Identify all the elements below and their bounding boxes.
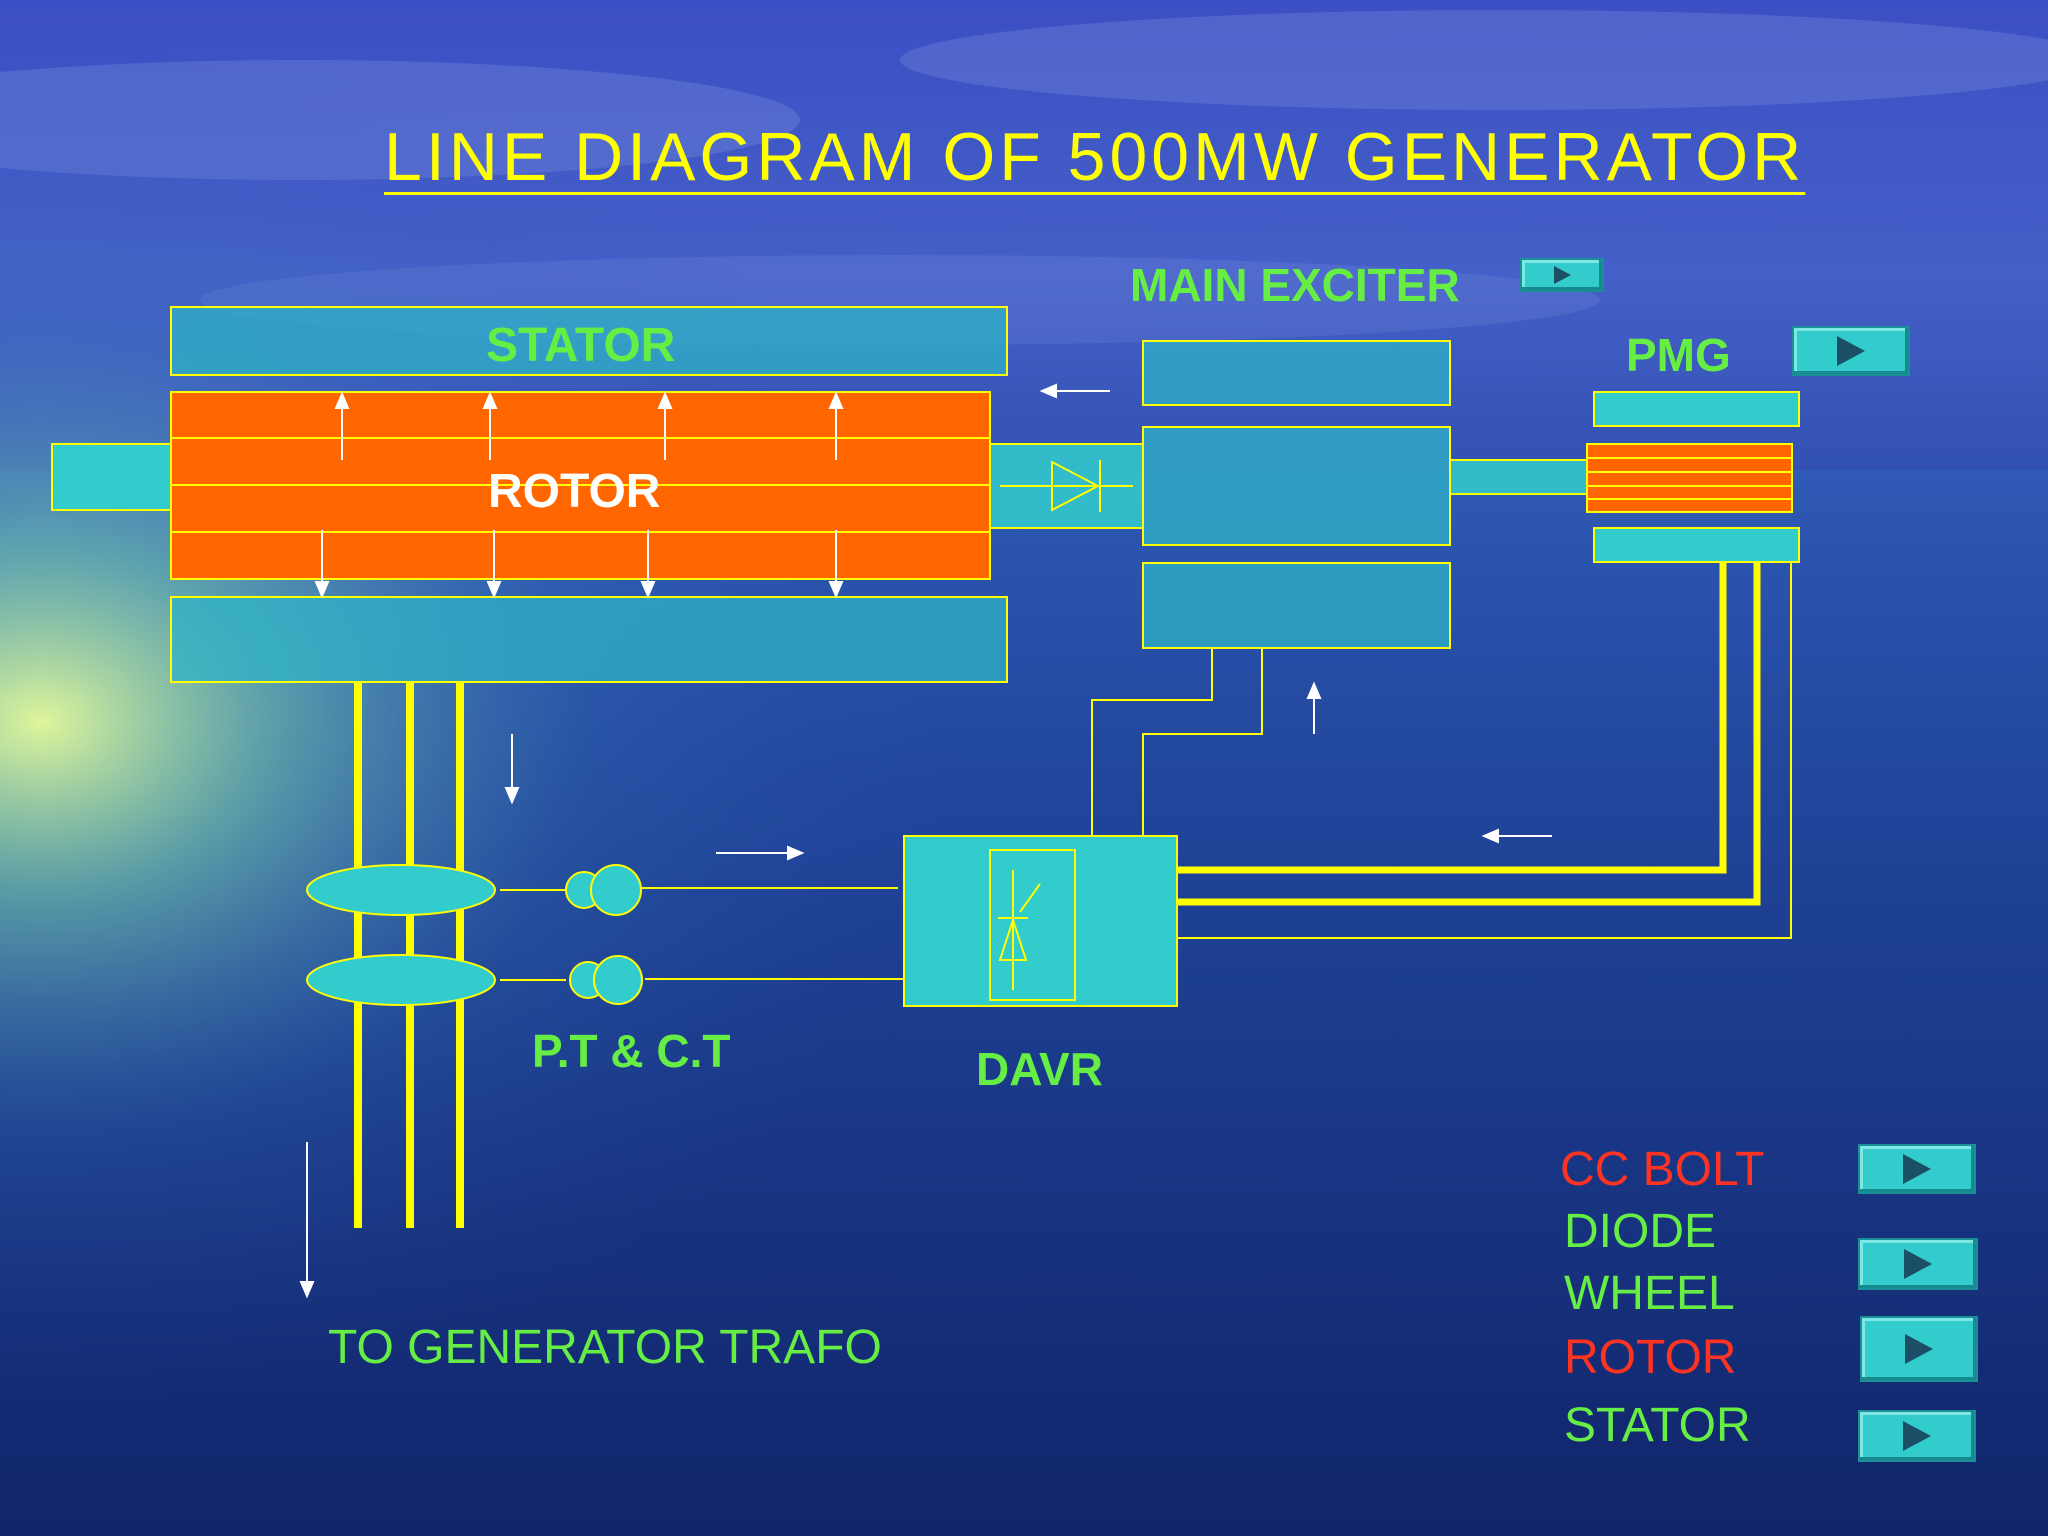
stator-label: STATOR bbox=[486, 319, 676, 372]
pmg-bottom-block bbox=[1593, 527, 1800, 563]
arrow-down-trafo bbox=[299, 1142, 315, 1299]
stator-top-block bbox=[170, 306, 1008, 376]
to-generator-trafo-label: TO GENERATOR TRAFO bbox=[328, 1321, 882, 1374]
pmg-top-block bbox=[1593, 391, 1800, 427]
ct-ring-top bbox=[306, 864, 496, 916]
pmg-label: PMG bbox=[1626, 329, 1731, 381]
page-title: LINE DIAGRAM OF 500MW GENERATOR bbox=[384, 119, 1806, 195]
main-exciter-play-button[interactable] bbox=[1520, 258, 1604, 292]
arrow-down-stator bbox=[504, 734, 520, 805]
nav-diode-link[interactable]: DIODE bbox=[1564, 1205, 1717, 1258]
pt-ct-label: P.T & C.T bbox=[532, 1025, 731, 1077]
exciter-bottom-block bbox=[1142, 562, 1451, 649]
play-icon bbox=[1905, 1334, 1933, 1364]
main-exciter-label: MAIN EXCITER bbox=[1130, 259, 1460, 311]
flux-arrows-up bbox=[334, 391, 844, 460]
ct-ring-bottom bbox=[306, 954, 496, 1006]
davr-label: DAVR bbox=[976, 1043, 1103, 1095]
exciter-top-block bbox=[1142, 340, 1451, 406]
nav-wheel-link[interactable]: WHEEL bbox=[1564, 1267, 1735, 1320]
flux-arrows-down bbox=[314, 530, 844, 599]
arrow-right-davr bbox=[716, 845, 805, 861]
pt-coils bbox=[565, 864, 643, 1005]
thyristor-symbol bbox=[989, 849, 1076, 1001]
pmg-davr-lines bbox=[1177, 562, 1761, 906]
diode-wheel-play-button[interactable] bbox=[1858, 1238, 1978, 1290]
pmg-rotor bbox=[1586, 443, 1793, 513]
shaft-left bbox=[51, 443, 172, 511]
nav-cc-bolt-link[interactable]: CC BOLT bbox=[1560, 1143, 1765, 1196]
diode-symbol bbox=[1000, 460, 1133, 512]
stator-play-button[interactable] bbox=[1858, 1410, 1976, 1462]
rotor-play-button[interactable] bbox=[1860, 1316, 1978, 1382]
cc-bolt-play-button[interactable] bbox=[1858, 1144, 1976, 1194]
stator-bottom-block bbox=[170, 596, 1008, 683]
play-icon bbox=[1553, 266, 1571, 284]
arrow-left-pmg bbox=[1481, 828, 1552, 844]
play-icon bbox=[1904, 1249, 1932, 1279]
play-icon bbox=[1837, 336, 1865, 366]
arrow-up-exciter bbox=[1306, 681, 1322, 734]
davr-block bbox=[903, 835, 1178, 1007]
pmg-play-button[interactable] bbox=[1792, 326, 1910, 376]
arrow-left-exciter bbox=[1039, 383, 1110, 399]
nav-rotor-link[interactable]: ROTOR bbox=[1564, 1331, 1737, 1384]
exciter-mid-block bbox=[1142, 426, 1451, 546]
play-icon bbox=[1903, 1154, 1931, 1184]
rotor-label: ROTOR bbox=[488, 465, 661, 518]
play-icon bbox=[1903, 1421, 1931, 1451]
nav-stator-link[interactable]: STATOR bbox=[1564, 1399, 1751, 1452]
shaft-to-pmg bbox=[1449, 459, 1588, 495]
